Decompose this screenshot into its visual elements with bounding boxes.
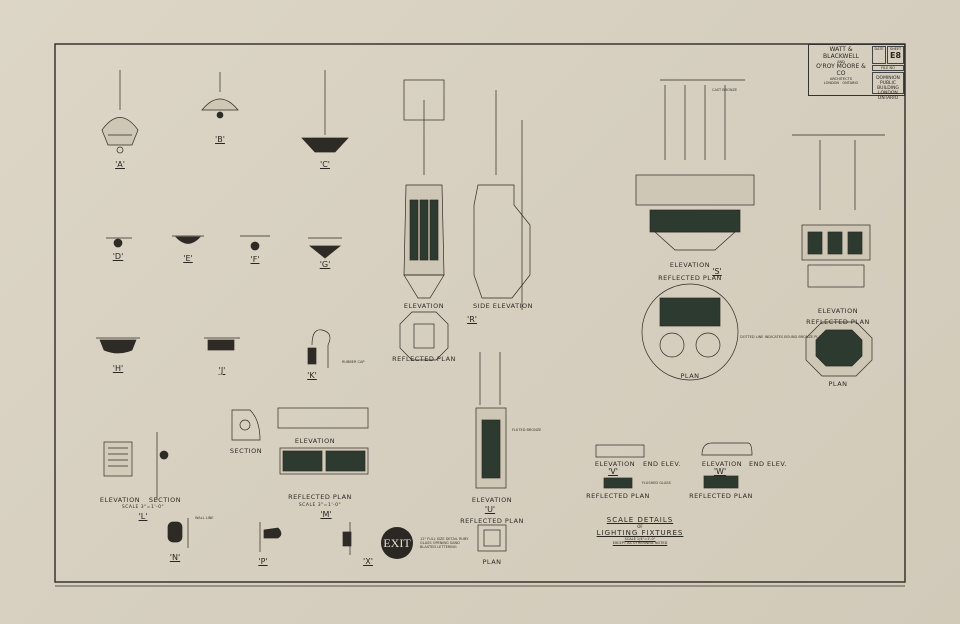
note-fluted-bronze: FLUTED BRONZE <box>512 428 542 432</box>
note-flushed-glass: FLUSHED GLASS <box>642 481 671 485</box>
fixture-b <box>201 72 239 119</box>
letter-p: 'P' <box>258 557 268 566</box>
exit-sign: EXIT <box>381 527 413 559</box>
fixture-j <box>204 337 240 351</box>
fixture-r <box>399 79 531 361</box>
label-section-l: SECTION <box>148 496 182 504</box>
fixture-v <box>595 444 645 489</box>
label-plan-u: PLAN <box>482 558 502 566</box>
fixture-g <box>308 237 342 259</box>
title-line5: EXCEPT AS OTHERWISE NOTED <box>612 541 668 545</box>
firm-and: AND <box>837 60 845 64</box>
sheet-border <box>54 43 906 583</box>
letter-d: 'D' <box>112 252 124 261</box>
label-reflected-plan-s: REFLECTED PLAN <box>658 274 722 282</box>
firm-role: ARCHITECTS <box>830 77 852 81</box>
fixture-s <box>635 79 755 381</box>
project-name: DOMINION PUBLIC BUILDING <box>876 76 900 91</box>
letter-l: 'L' <box>138 512 148 521</box>
note-rubber-cap: RUBBER CAP <box>342 360 365 364</box>
fixture-a <box>101 70 139 154</box>
fixture-l <box>103 432 169 500</box>
label-elevation-r: ELEVATION <box>403 302 445 310</box>
label-end-elev-w: END ELEV. <box>748 460 788 468</box>
fixture-x <box>342 522 352 555</box>
label-reflected-plan-v: REFLECTED PLAN <box>586 492 650 500</box>
label-plan-t: PLAN <box>828 380 848 388</box>
label-elevation-s: ELEVATION <box>669 261 711 269</box>
fixture-t <box>792 134 885 377</box>
city-left: LONDON <box>823 81 840 85</box>
fixture-m <box>231 407 369 475</box>
letter-g: 'G' <box>319 260 331 269</box>
letter-j: 'J' <box>218 366 226 375</box>
title-line3: LIGHTING FIXTURES <box>596 529 684 537</box>
label-section-m: SECTION <box>229 447 263 455</box>
fixture-p <box>259 522 282 552</box>
letter-e: 'E' <box>183 254 193 263</box>
letter-w: 'W' <box>713 467 727 476</box>
note-wall-line: WALL LINE <box>195 516 214 520</box>
fixture-h <box>96 337 140 354</box>
fixture-c <box>301 70 349 153</box>
letter-f: 'F' <box>250 255 260 264</box>
letter-a: 'A' <box>115 160 125 169</box>
firm-line1: WATT & BLACKWELL <box>823 46 859 60</box>
label-reflected-plan-r: REFLECTED PLAN <box>392 355 456 363</box>
label-reflected-plan-u: REFLECTED PLAN <box>460 517 524 525</box>
letter-m: 'M' <box>320 510 332 519</box>
title-line2: OF <box>637 524 643 529</box>
city-right: ONTARIO <box>842 81 859 85</box>
letter-x: 'X' <box>363 557 373 566</box>
sheet-number: E8 <box>889 51 902 60</box>
label-scale-m: SCALE 3"=1'-0" <box>298 503 342 508</box>
fixture-d <box>106 237 132 248</box>
letter-k: 'K' <box>307 371 317 380</box>
label-elevation-t: ELEVATION <box>817 307 859 315</box>
label-elevation-w: ELEVATION <box>701 460 743 468</box>
firm-line2: O'ROY MOORE & CO <box>816 63 866 77</box>
project-city: LONDON ONTARIO <box>877 91 899 101</box>
letter-b: 'B' <box>215 135 225 144</box>
letter-c: 'C' <box>320 160 330 169</box>
title-line1: SCALE DETAILS <box>606 516 674 524</box>
note-cast-bronze: CAST BRONZE <box>712 88 738 92</box>
title-block: WATT & BLACKWELL AND O'ROY MOORE & CO AR… <box>808 44 905 101</box>
fixture-e <box>172 235 204 244</box>
fixture-k <box>307 329 331 368</box>
label-elevation-u: ELEVATION <box>471 496 513 504</box>
label-reflected-plan-m: REFLECTED PLAN <box>288 493 352 501</box>
sheet-title: SCALE DETAILS OF LIGHTING FIXTURES SCALE… <box>597 516 684 545</box>
label-plan-s: PLAN <box>680 372 700 380</box>
file-cell: FILE NO <box>872 65 904 71</box>
exit-note: 12" FULL SIZE DETAIL RUBY GLASS OPENING … <box>420 537 469 549</box>
letter-u: 'U' <box>484 505 496 514</box>
label-scale-l: SCALE 3"=1'-0" <box>121 505 165 510</box>
letter-s: 'S' <box>712 267 722 276</box>
date-cell: DATE <box>872 46 886 64</box>
letter-h: 'H' <box>112 364 124 373</box>
label-reflected-plan-w: REFLECTED PLAN <box>689 492 753 500</box>
label-elevation-v: ELEVATION <box>594 460 636 468</box>
fixture-n <box>167 518 189 548</box>
label-end-elev-v: END ELEV. <box>642 460 682 468</box>
letter-r: 'R' <box>467 315 477 324</box>
label-elevation-m: ELEVATION <box>294 437 336 445</box>
fixture-u <box>475 352 507 552</box>
letter-n: 'N' <box>169 553 181 562</box>
label-reflected-plan-t: REFLECTED PLAN <box>806 318 870 326</box>
note-dotted-line: DOTTED LINE INDICATES BOUND BRONZE PLATE… <box>740 335 828 339</box>
fixture-f <box>240 235 270 251</box>
label-elevation-l: ELEVATION <box>99 496 141 504</box>
title-line4: SCALE 1/4"=1'-0" <box>624 537 656 541</box>
sheet-label: SHEET <box>889 47 902 51</box>
letter-v: 'V' <box>608 467 618 476</box>
fixture-w <box>701 442 753 489</box>
label-side-elevation-r: SIDE ELEVATION <box>473 302 533 310</box>
